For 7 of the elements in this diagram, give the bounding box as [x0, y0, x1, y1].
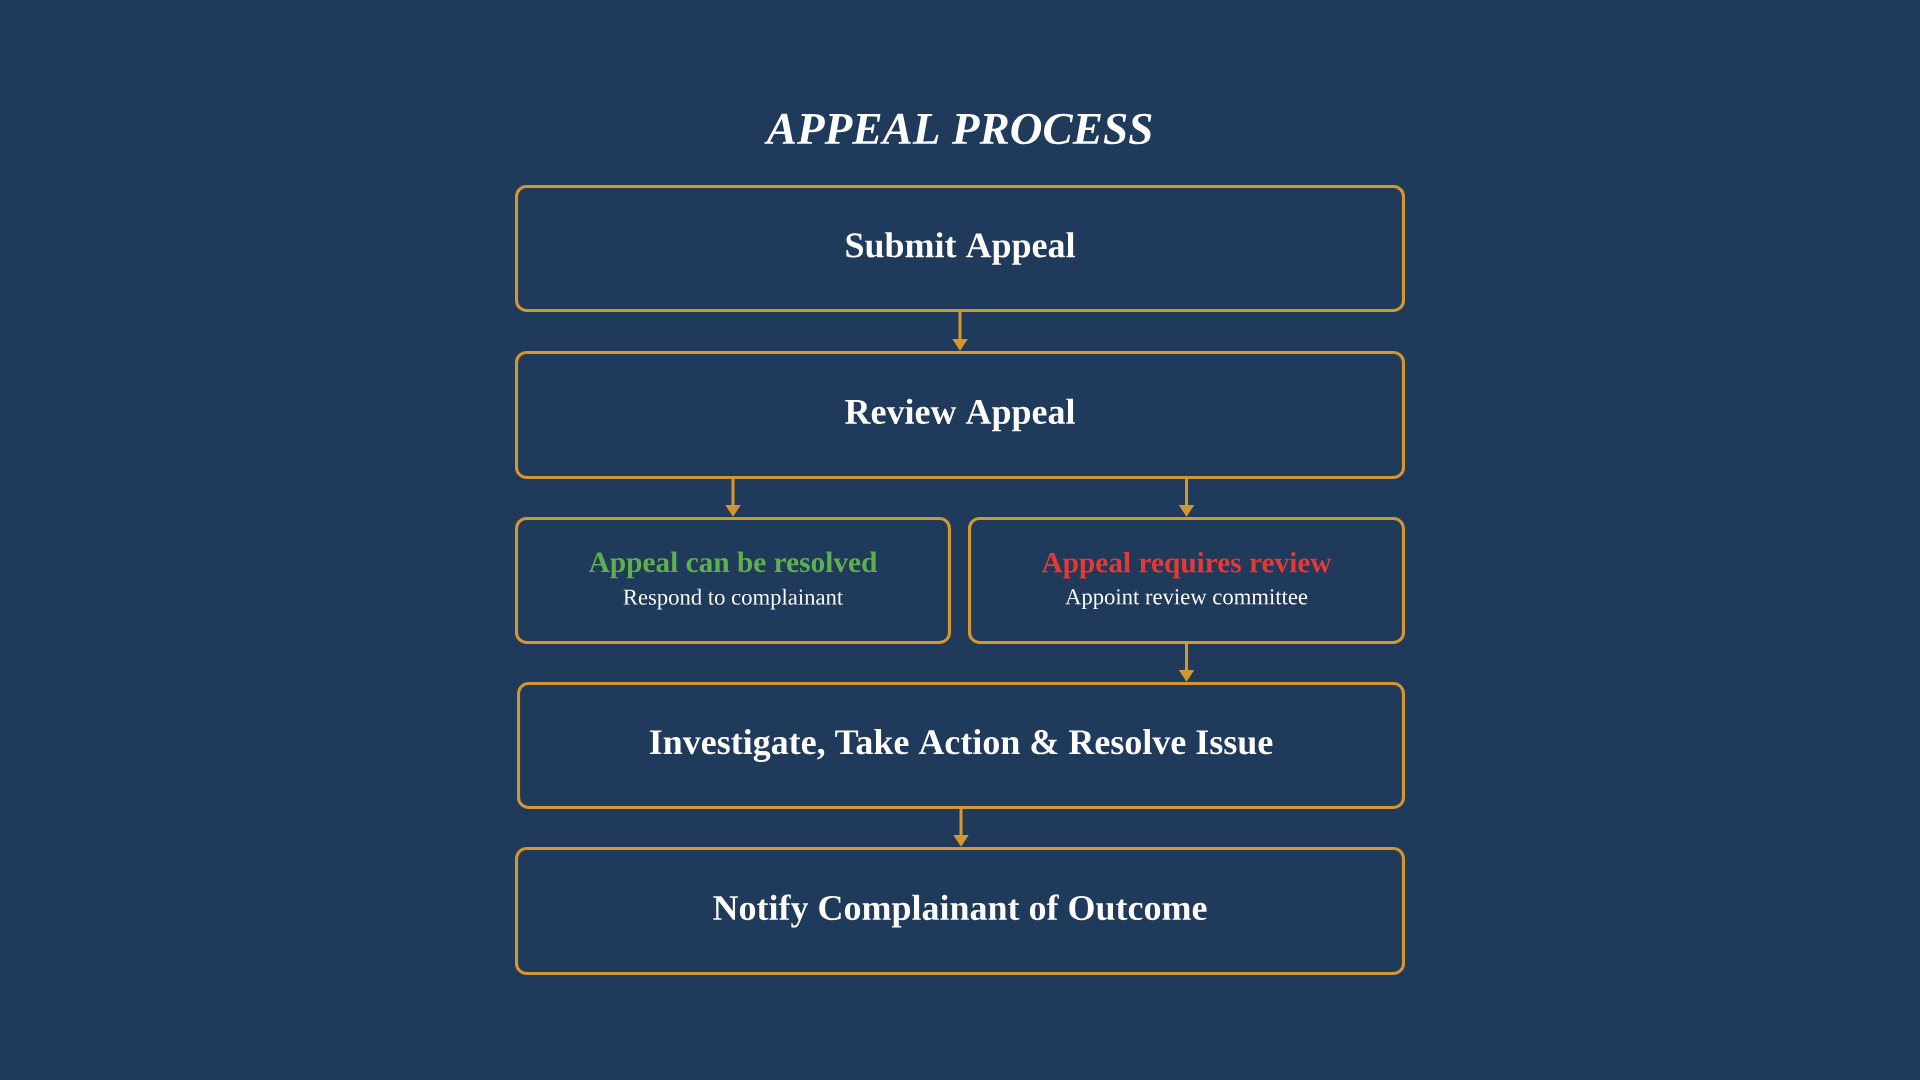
- process-box: Appeal can be resolved Respond to complainant: [515, 517, 951, 644]
- process-box: Appeal requires review Appoint review committee: [968, 517, 1405, 644]
- process-box: Investigate, Take Action & Resolve Issue: [517, 682, 1405, 809]
- process-box: Notify Complainant of Outcome: [515, 847, 1405, 975]
- title: APPEAL PROCESS: [764, 113, 1152, 145]
- process-box: Review Appeal: [515, 351, 1405, 479]
- process-box: Submit Appeal: [515, 185, 1405, 312]
